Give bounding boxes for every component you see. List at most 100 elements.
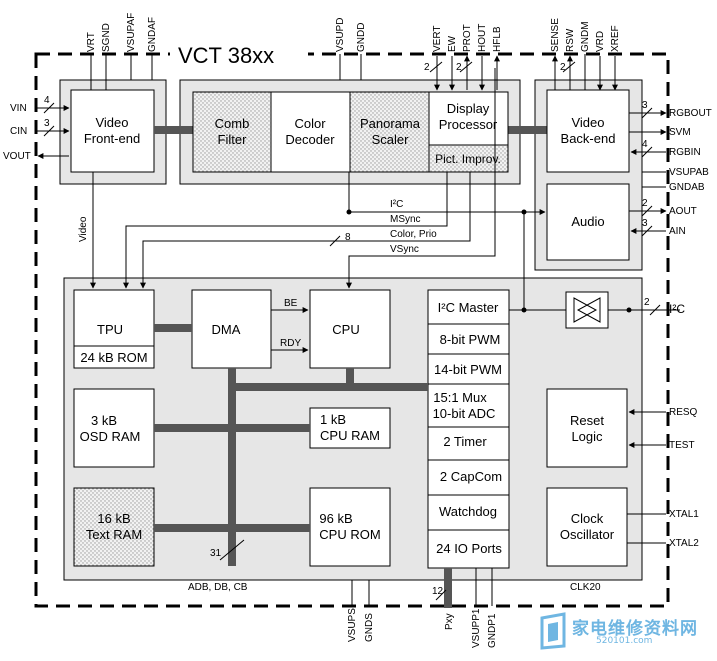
bottom-pin-lines [351, 568, 493, 606]
internal-bus [154, 324, 452, 608]
pin-hout: HOUT [477, 24, 488, 52]
pwm14-label: 14-bit PWM [434, 362, 502, 377]
timer-label: 2 Timer [443, 434, 487, 449]
panorama-scaler-label-1: Panorama [360, 116, 421, 131]
reset-logic-label-2: Logic [571, 429, 603, 444]
pin-xtal1: XTAL1 [669, 509, 699, 520]
cpu-rom-label-2: CPU ROM [319, 527, 380, 542]
color-decoder-block [270, 91, 351, 173]
osd-ram-block [73, 388, 155, 468]
pin-vsupab: VSUPAB [669, 167, 709, 178]
pin-gndd: GNDD [356, 23, 367, 52]
pin-pxy: Pxy [444, 613, 455, 630]
watermark-text: 家电维修资料网 [572, 619, 698, 639]
panorama-scaler-label-2: Scaler [372, 132, 410, 147]
prot-count: 2 [456, 62, 462, 73]
rgbin-count: 4 [642, 139, 648, 150]
color-decoder-label-2: Decoder [285, 132, 335, 147]
tpu-rom-label: 24 kB ROM [80, 350, 147, 365]
reset-logic-label-1: Reset [570, 413, 604, 428]
tpu-block [73, 289, 155, 369]
pin-vert: VERT [432, 26, 443, 53]
be-label: BE [284, 298, 298, 309]
cpu-ram-label-2: CPU RAM [320, 428, 380, 443]
cpu-rom-label-1: 96 kB [319, 511, 352, 526]
video-signal-label: Video [78, 216, 89, 242]
i2c-master-label: I²C Master [438, 300, 499, 315]
msync-label: MSync [390, 214, 421, 225]
peripheral-column [427, 289, 510, 569]
pin-vout: VOUT [3, 151, 31, 162]
color-prio-label: Color, Prio [390, 229, 437, 240]
color-prio-count: 8 [345, 232, 351, 243]
pin-vrd: VRD [595, 31, 606, 52]
clock-oscillator-block [546, 487, 628, 567]
chip-title: VCT 38xx [178, 43, 274, 68]
pin-vsups: VSUPS [347, 608, 358, 642]
left-pin-lines [36, 102, 70, 159]
video-backend-block [546, 89, 630, 173]
osd-ram-label-1: 3 kB [91, 413, 117, 428]
i2c-ext-count: 2 [644, 297, 650, 308]
text-ram-label-2: Text RAM [86, 527, 142, 542]
cpu-label: CPU [332, 322, 359, 337]
aout-count: 2 [642, 198, 648, 209]
comb-filter-label-1: Comb [215, 116, 250, 131]
signal-lines [90, 68, 680, 311]
dma-label: DMA [212, 322, 241, 337]
vert-count: 2 [424, 62, 430, 73]
comb-filter-label-2: Filter [218, 132, 248, 147]
top-pin-lines [90, 54, 618, 91]
vsync-label: VSync [390, 244, 419, 255]
pin-gndab: GNDAB [669, 182, 705, 193]
pin-vsupaf: VSUPAF [126, 13, 137, 52]
pin-svm: SVM [669, 127, 691, 138]
audio-label: Audio [571, 214, 604, 229]
pin-ew: EW [447, 35, 458, 52]
cpu-rom-block [309, 487, 391, 567]
text-ram-block [73, 487, 155, 567]
pin-prot: PROT [462, 24, 473, 52]
watermark: 家电维修资料网 520101.com [536, 610, 711, 654]
pin-rgbin: RGBIN [669, 147, 701, 158]
display-processor-label-2: Processor [439, 117, 498, 132]
color-decoder-label-1: Color [294, 116, 326, 131]
pin-ain: AIN [669, 226, 686, 237]
panorama-scaler-block [349, 91, 430, 173]
text-ram-label-1: 16 kB [97, 511, 130, 526]
pin-vsupd: VSUPD [335, 18, 346, 52]
vin-count: 4 [44, 95, 50, 106]
rdy-label: RDY [280, 338, 301, 349]
pin-test: TEST [669, 440, 695, 451]
pin-sgnd: SGND [101, 23, 112, 52]
pin-rsw: RSW [565, 28, 576, 52]
pxy-count: 12 [432, 586, 444, 597]
pwm8-label: 8-bit PWM [440, 332, 501, 347]
display-processor-label-1: Display [447, 101, 490, 116]
reset-logic-block [546, 388, 628, 468]
pin-xref: XREF [610, 25, 621, 52]
right-pin-lines [627, 107, 667, 544]
pin-xtal2: XTAL2 [669, 538, 699, 549]
adb-bus-count: 31 [210, 548, 222, 559]
pin-vin: VIN [10, 103, 27, 114]
pin-gndm: GNDM [580, 21, 591, 52]
ain-count: 3 [642, 218, 648, 229]
pin-gndaf: GNDAF [147, 17, 158, 52]
pin-gndp1: GNDP1 [487, 613, 498, 648]
video-frontend-label-1: Video [95, 115, 128, 130]
pin-hflb: HFLB [492, 26, 503, 52]
i2c-bus-label: I²C [390, 199, 403, 210]
pin-i2c: I²C [669, 302, 685, 316]
watermark-logo-icon [540, 612, 566, 650]
mux-adc-label-2: 10-bit ADC [433, 406, 496, 421]
video-backend-label-2: Back-end [561, 131, 616, 146]
clock-osc-label-2: Oscillator [560, 527, 615, 542]
capcom-label: 2 CapCom [440, 469, 502, 484]
tpu-label: TPU [97, 322, 123, 337]
pin-gnds: GNDS [364, 613, 375, 642]
video-frontend-block [70, 89, 155, 173]
i2c-buffer-icon [565, 291, 609, 329]
